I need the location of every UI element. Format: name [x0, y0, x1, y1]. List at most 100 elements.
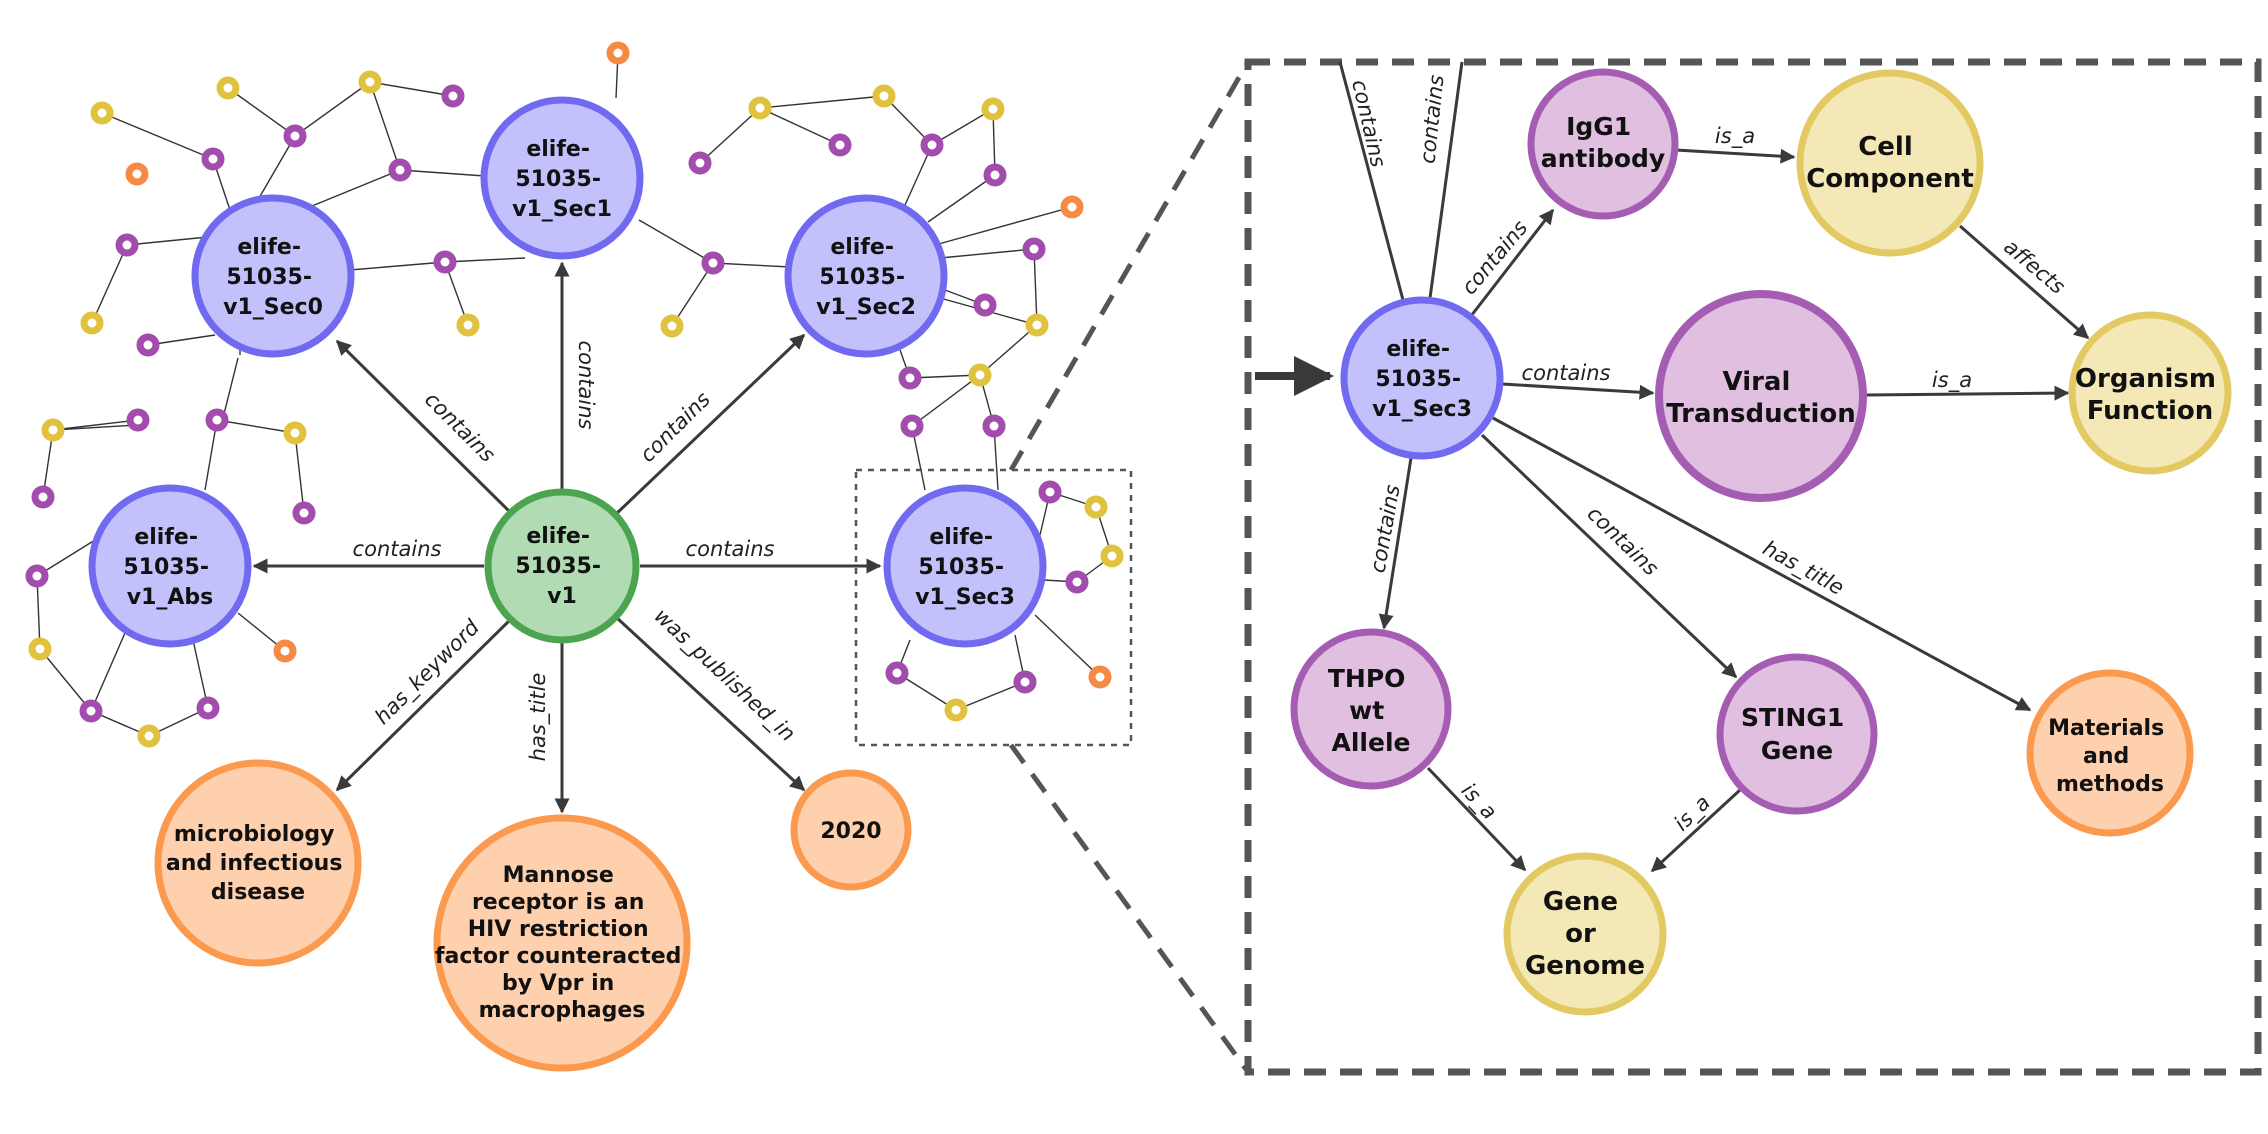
svg-text:elife- 51035-: elife- 51035- v1_Sec0	[223, 235, 323, 320]
article-label-line-1: elife-	[526, 524, 590, 549]
materials-label-line-2: and	[2083, 744, 2129, 769]
sting-label-line-1: STING1	[1741, 703, 1844, 732]
thpo-label-line-2: wt	[1349, 696, 1384, 725]
zoom-edge-thpo-gene	[1426, 766, 1527, 872]
peripheral-nodes	[25, 41, 1124, 748]
igg1-label-line-1: IgG1	[1566, 112, 1631, 141]
zoom-edge-label-thpo-gene: is_a	[1456, 778, 1502, 824]
small-node	[1100, 544, 1124, 568]
small-node	[900, 414, 924, 438]
zoom-node-viral-transduction: Viral Transduction	[1655, 290, 1867, 502]
svg-text:Cell Component: Cell Component	[1806, 132, 1974, 194]
zoom-source-box	[854, 468, 1133, 747]
svg-text:Organism Function: Organism Function	[2075, 364, 2225, 426]
small-node	[41, 418, 65, 442]
small-node	[688, 151, 712, 175]
sec1-label-line-2: 51035-	[515, 167, 601, 192]
svg-text:elife- 51035-: elife- 51035- v1_Sec1	[512, 137, 612, 222]
abs-label-line-2: 51035-	[123, 555, 209, 580]
section-node-sec1: elife- 51035- v1_Sec1	[480, 96, 644, 260]
small-node	[660, 314, 684, 338]
abs-label-line-3: v1_Abs	[127, 585, 214, 610]
small-node	[1060, 195, 1084, 219]
zoom-edge-to-igg1	[1469, 208, 1555, 317]
thpo-label-line-3: Allele	[1332, 728, 1411, 757]
sec3-label-line-1: elife-	[929, 525, 993, 550]
small-node	[283, 421, 307, 445]
zoom-edge-label-top1: contains	[1347, 77, 1390, 169]
small-node	[1025, 313, 1049, 337]
svg-text:Gene or Genome: Gene or Genome	[1525, 887, 1645, 981]
edge-label-to-abs: contains	[353, 537, 442, 561]
zoom-node-sting1: STING1 Gene	[1716, 653, 1878, 815]
sec1-label-line-1: elife-	[526, 137, 590, 162]
materials-label-line-1: Materials	[2048, 716, 2164, 741]
abs-label-line-1: elife-	[134, 525, 198, 550]
small-node	[944, 698, 968, 722]
sec2-label-line-3: v1_Sec2	[816, 295, 916, 320]
edge-label-to-sec1: contains	[574, 341, 598, 430]
gene-label-line-2: or	[1565, 919, 1596, 949]
zoom-edge-label-viral-organism: is_a	[1932, 368, 1972, 393]
small-node	[828, 133, 852, 157]
small-node	[982, 414, 1006, 438]
zoom-edge-igg1-cell	[1675, 148, 1796, 164]
svg-text:elife- 51035-: elife- 51035- v1_Sec3	[915, 525, 1015, 610]
section-node-abs: elife- 51035- v1_Abs	[88, 484, 252, 648]
cell-label-line-2: Component	[1806, 164, 1974, 194]
zoom-edge-label-to-viral: contains	[1522, 361, 1611, 385]
zoom-edge-label-sting-gene: is_a	[1669, 790, 1715, 836]
edge-was-published-in	[615, 616, 806, 792]
literal-node-year: 2020	[790, 769, 912, 891]
literal-node-keyword: microbiology and infectious disease	[154, 759, 362, 967]
igg1-label-line-2: antibody	[1541, 144, 1665, 173]
edge-label-was-published-in: was_published_in	[649, 604, 800, 747]
sec2-label-line-1: elife-	[830, 235, 894, 260]
sec0-label-line-3: v1_Sec0	[223, 295, 323, 320]
sec2-label-line-2: 51035-	[819, 265, 905, 290]
zoom-connectors	[1008, 60, 1251, 1074]
zoom-edge-label-igg1-cell: is_a	[1715, 124, 1755, 149]
svg-text:THPO wt Allele: THPO wt Allele	[1328, 664, 1414, 757]
title-label-line-1: Mannose	[503, 863, 614, 888]
small-node	[606, 41, 630, 65]
small-node	[1065, 570, 1089, 594]
svg-text:Mannose receptor is an: Mannose receptor is an HIV restriction f…	[435, 863, 689, 1023]
section-node-sec3: elife- 51035- v1_Sec3	[883, 484, 1047, 648]
small-node	[388, 158, 412, 182]
small-node	[441, 84, 465, 108]
zoom-edge-to-thpo	[1378, 457, 1413, 630]
edge-to-sec2	[613, 333, 806, 517]
small-node	[201, 147, 225, 171]
title-label-line-6: macrophages	[479, 998, 646, 1023]
edge-label-to-sec2: contains	[635, 387, 715, 467]
small-node	[701, 251, 725, 275]
keyword-label-line-2: and infectious	[166, 851, 343, 876]
zoom-node-gene-or-genome: Gene or Genome	[1503, 852, 1667, 1016]
zoom-edge-to-materials	[1492, 416, 2032, 712]
title-label-line-5: by Vpr in	[502, 971, 614, 996]
zoom-node-cell-component: Cell Component	[1796, 69, 1984, 257]
materials-label-line-3: methods	[2056, 772, 2164, 797]
small-node	[981, 97, 1005, 121]
small-node	[1088, 665, 1112, 689]
sec3-label-line-3: v1_Sec3	[915, 585, 1015, 610]
small-node	[205, 408, 229, 432]
small-node	[433, 250, 457, 274]
small-node	[920, 133, 944, 157]
literal-node-title: Mannose receptor is an HIV restriction f…	[433, 814, 691, 1072]
edge-to-sec0	[335, 339, 515, 517]
article-label-line-2: 51035-	[515, 554, 601, 579]
svg-text:STING1 Gene: STING1 Gene	[1741, 703, 1853, 765]
viral-label-line-1: Viral	[1723, 367, 1791, 397]
small-node	[216, 76, 240, 100]
gene-label-line-3: Genome	[1525, 951, 1645, 981]
small-node	[968, 363, 992, 387]
sec0-label-line-1: elife-	[237, 235, 301, 260]
small-node	[80, 311, 104, 335]
title-label-line-2: receptor is an	[472, 890, 644, 915]
svg-text:2020: 2020	[820, 819, 881, 844]
small-node	[283, 124, 307, 148]
zoom-node-igg1: IgG1 antibody	[1527, 68, 1679, 220]
zoom-edge-cell-organism	[1959, 224, 2090, 340]
